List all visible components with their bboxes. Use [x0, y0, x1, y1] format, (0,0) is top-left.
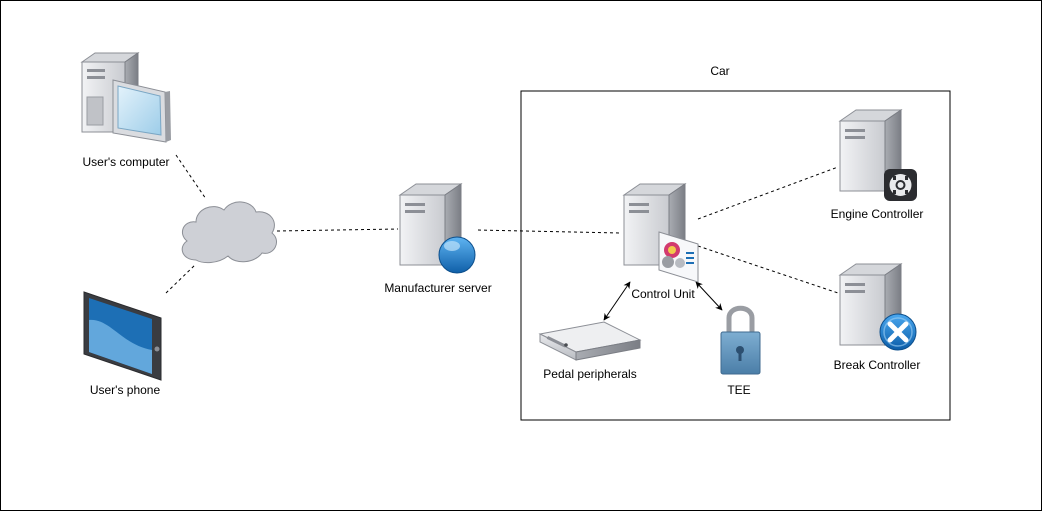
- cloud-icon: [181, 201, 277, 264]
- control-unit-label: Control Unit: [631, 287, 695, 301]
- tee-label: TEE: [727, 383, 751, 397]
- edge-controlunit-break: [697, 245, 839, 294]
- users-phone-label: User's phone: [89, 383, 161, 397]
- application-server-icon: [622, 183, 699, 283]
- tablet-icon: [83, 291, 162, 381]
- edge-server-controlunit: [477, 229, 621, 234]
- edge-controlunit-tee: [695, 281, 723, 311]
- web-server-icon: [398, 183, 476, 274]
- pedal-peripherals-label: Pedal peripherals: [543, 367, 637, 381]
- car-group-box: [520, 90, 951, 421]
- edge-cloud-server: [276, 228, 399, 232]
- edge-computer-cloud: [175, 154, 207, 200]
- car-group-label: Car: [710, 64, 730, 78]
- manufacturer-server-label: Manufacturer server: [384, 281, 492, 295]
- break-controller-label: Break Controller: [833, 358, 921, 372]
- help-badge-icon: [884, 169, 917, 201]
- edge-controlunit-pedal: [603, 281, 631, 321]
- close-badge-icon: [879, 313, 917, 351]
- rack-server-icon: [538, 321, 642, 361]
- padlock-icon: [720, 305, 761, 375]
- desktop-computer-icon: [80, 52, 171, 143]
- edge-phone-cloud: [165, 263, 197, 294]
- edge-controlunit-engine: [697, 166, 839, 220]
- engine-controller-label: Engine Controller: [830, 207, 924, 221]
- users-computer-label: User's computer: [82, 155, 170, 169]
